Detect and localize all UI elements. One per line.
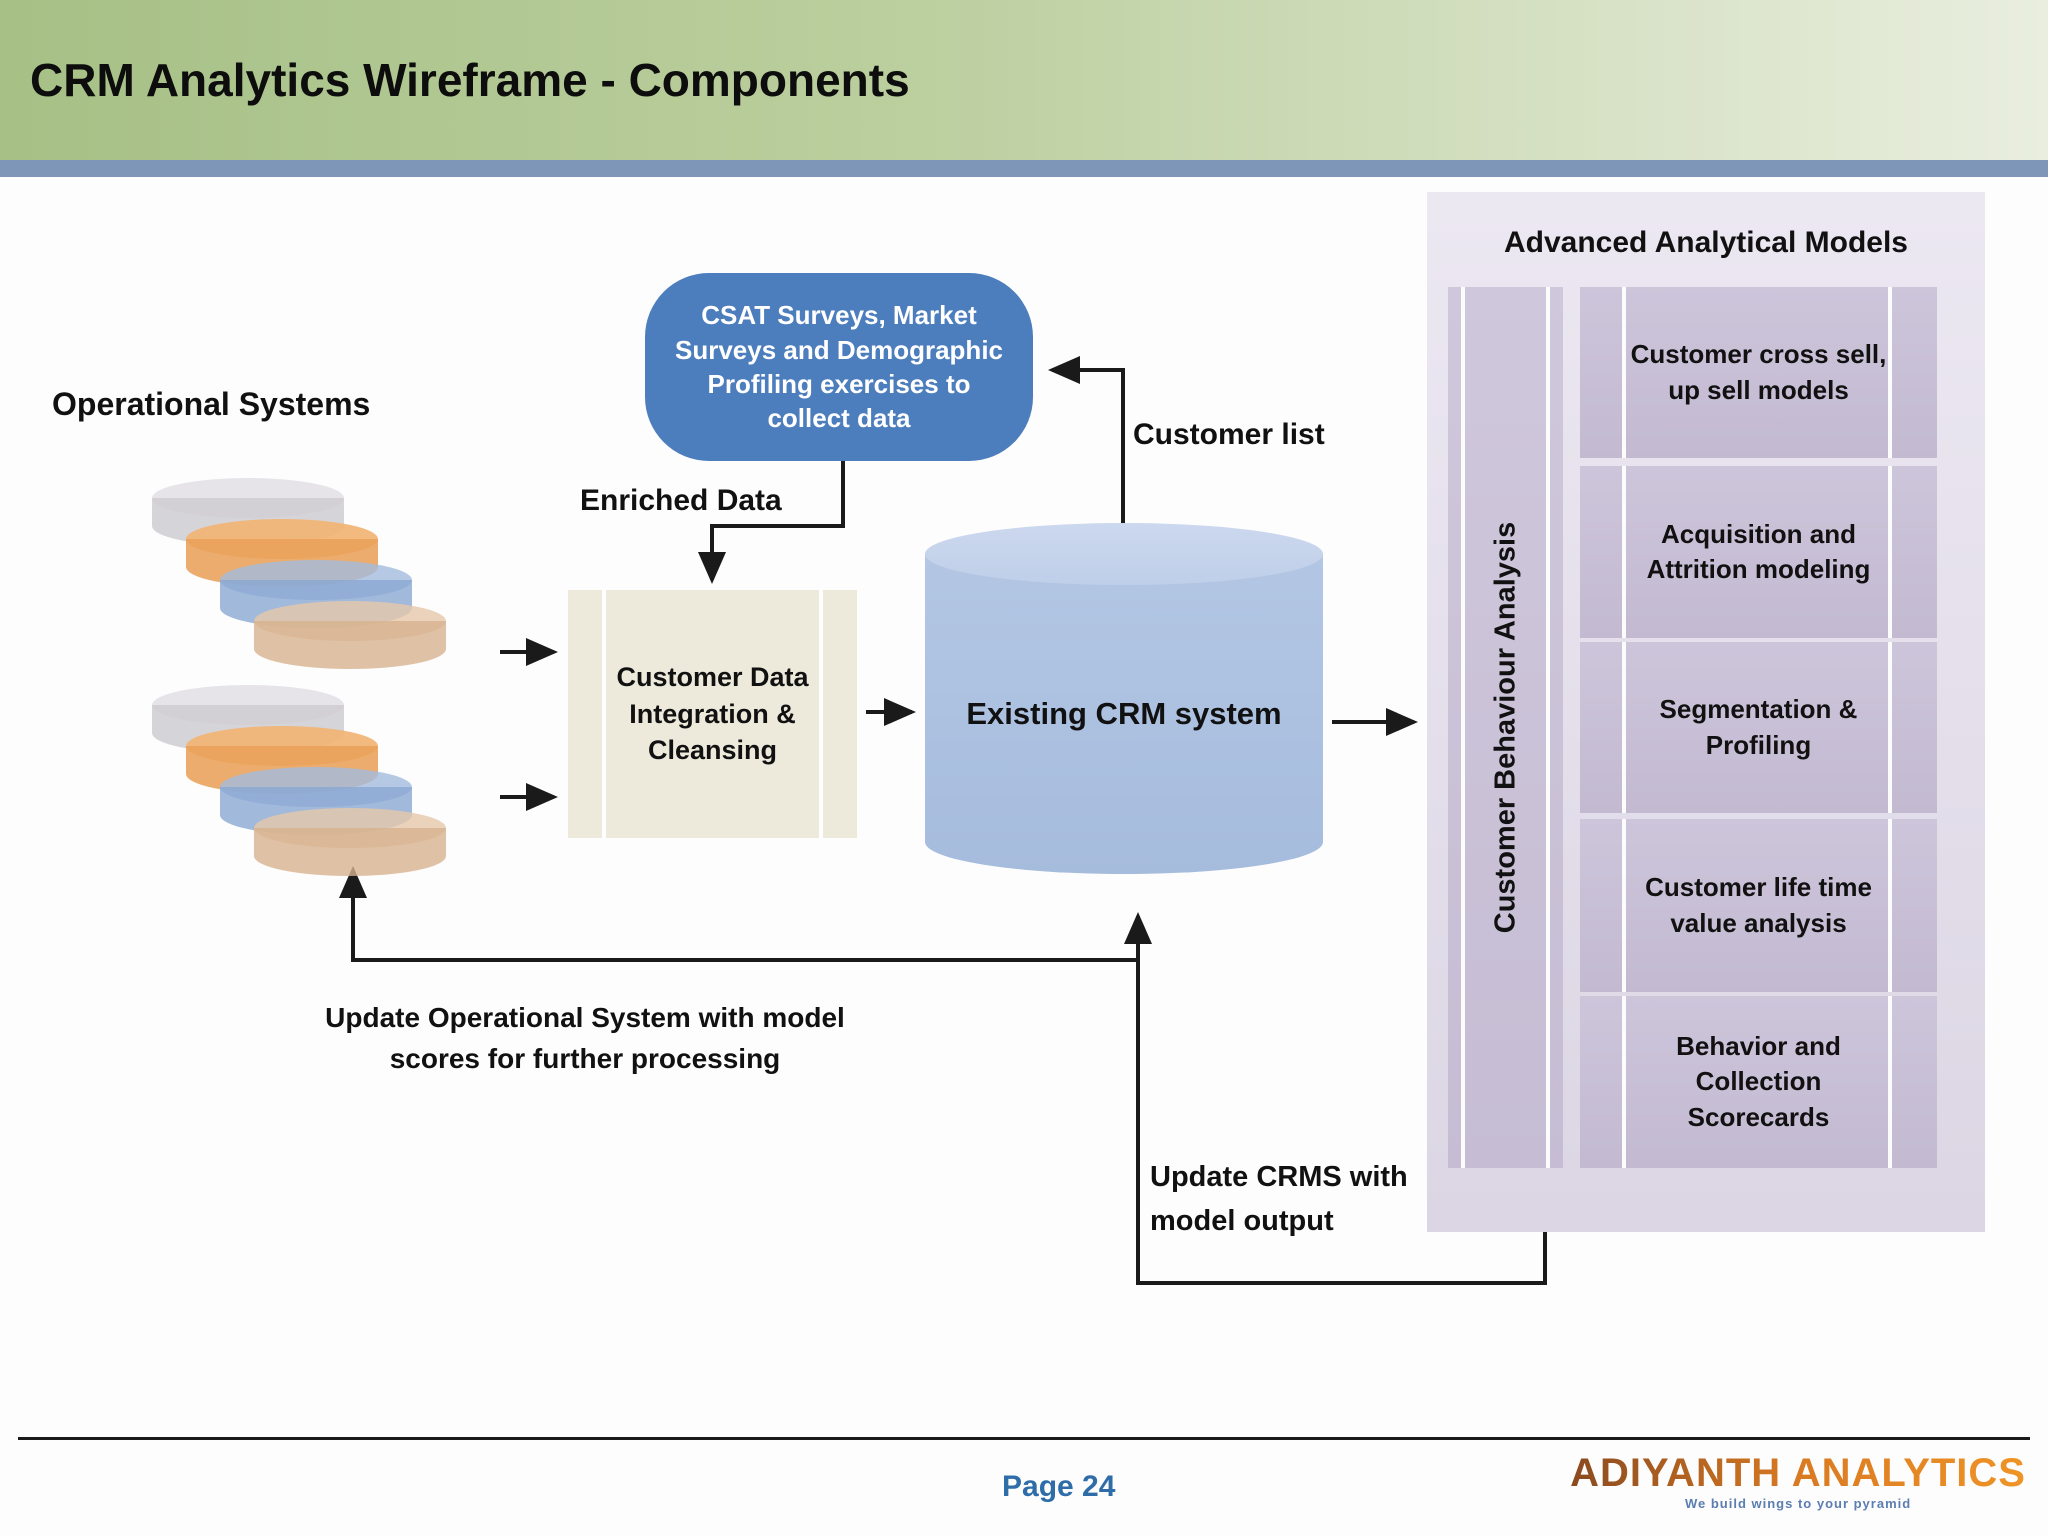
operational-systems-label: Operational Systems	[52, 386, 371, 422]
database-cylinder-icon	[254, 808, 446, 894]
model-label: Customer life time value analysis	[1645, 872, 1872, 938]
model-box-acquisition-attrition: Acquisition and Attrition modeling	[1580, 466, 1937, 638]
customer-behaviour-analysis-bar: Customer Behaviour Analysis	[1448, 287, 1563, 1168]
database-cylinder-icon	[254, 601, 446, 687]
existing-crm-label: Existing CRM system	[966, 696, 1282, 731]
model-box-lifetime-value: Customer life time value analysis	[1580, 819, 1937, 992]
page-number: Page 24	[1002, 1470, 1116, 1503]
model-box-segmentation-profiling: Segmentation & Profiling	[1580, 642, 1937, 813]
csat-surveys-node: CSAT Surveys, Market Surveys and Demogra…	[645, 273, 1033, 461]
page-title: CRM Analytics Wireframe - Components	[30, 54, 910, 106]
panel-title: Advanced Analytical Models	[1503, 226, 1908, 259]
enriched-data-label: Enriched Data	[580, 484, 782, 517]
customer-data-integration-node: Customer Data Integration & Cleansing	[568, 590, 857, 838]
model-label: Segmentation & Profiling	[1659, 694, 1858, 760]
model-box-behavior-scorecards: Behavior and Collection Scorecards	[1580, 996, 1937, 1168]
logo-tagline: We build wings to your pyramid	[1684, 1496, 1912, 1511]
csat-surveys-label: CSAT Surveys, Market Surveys and Demogra…	[675, 300, 1003, 434]
customer-behaviour-analysis-label: Customer Behaviour Analysis	[1489, 521, 1521, 934]
logo-wordmark: ADIYANTH ANALYTICS	[1570, 1451, 2026, 1495]
footer-divider	[18, 1437, 2030, 1440]
model-label: Behavior and Collection Scorecards	[1676, 1031, 1841, 1132]
operational-systems-database-icon	[152, 478, 452, 698]
company-logo: ADIYANTH ANALYTICS We build wings to you…	[1570, 1452, 2026, 1511]
model-box-cross-sell: Customer cross sell, up sell models	[1580, 287, 1937, 458]
header-accent-stripe	[0, 160, 2048, 177]
slide-header: CRM Analytics Wireframe - Components	[0, 0, 2048, 160]
operational-systems-database-icon	[152, 685, 452, 905]
customer-list-label: Customer list	[1133, 418, 1325, 451]
cylinder-top	[925, 523, 1323, 585]
update-crms-label: Update CRMS with model output	[1150, 1161, 1408, 1237]
model-label: Customer cross sell, up sell models	[1630, 339, 1887, 405]
update-operational-system-label: Update Operational System with model sco…	[325, 1002, 845, 1074]
customer-data-integration-label: Customer Data Integration & Cleansing	[616, 662, 809, 766]
existing-crm-cylinder: Existing CRM system	[925, 492, 1323, 906]
model-label: Acquisition and Attrition modeling	[1646, 518, 1871, 584]
